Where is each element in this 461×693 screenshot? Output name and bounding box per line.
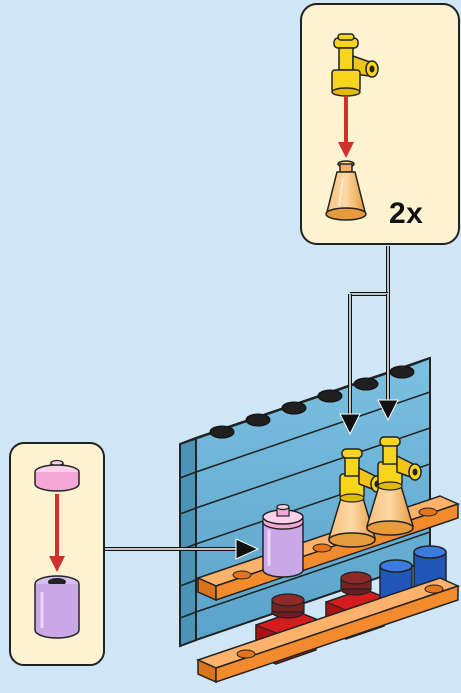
assembly-arrow-lower	[49, 494, 65, 572]
pink-round-plate-icon	[34, 459, 80, 492]
trans-orange-cone-icon	[325, 160, 367, 221]
placed-tap-assembly-right	[365, 436, 422, 536]
upper-callout	[300, 3, 460, 245]
quantity-label: 2x	[389, 197, 424, 230]
shelf-model	[179, 356, 461, 684]
wall-top-studs	[209, 365, 415, 439]
lavender-round-brick-icon	[34, 575, 80, 639]
placement-arrows	[105, 246, 399, 560]
assembly-arrow-upper	[338, 96, 354, 158]
placed-lavender-brick	[262, 503, 304, 578]
yellow-tap-icon	[331, 33, 379, 97]
lower-callout	[9, 442, 105, 666]
bottom-shelf	[195, 577, 461, 684]
